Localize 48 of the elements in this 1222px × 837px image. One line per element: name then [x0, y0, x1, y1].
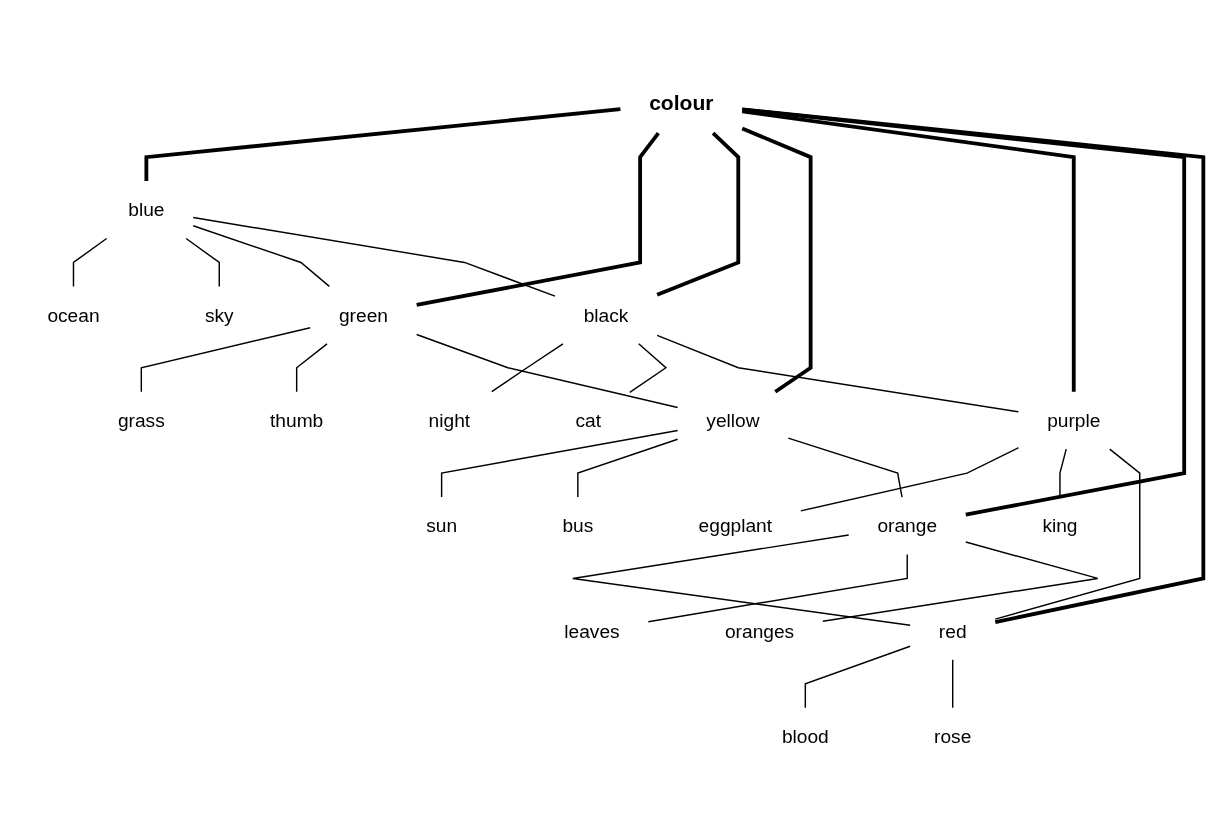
connector: [144, 106, 621, 181]
connector: [804, 645, 911, 708]
node-text: black: [583, 304, 629, 326]
node-text: red: [938, 620, 967, 642]
connector: [994, 447, 1141, 620]
connector: [440, 429, 679, 498]
node-text: yellow: [706, 409, 760, 431]
node-text: grass: [117, 409, 165, 431]
node-text: rose: [934, 725, 972, 747]
node-text: cat: [575, 409, 602, 431]
node-text: bus: [562, 514, 594, 536]
node-text: eggplant: [698, 514, 773, 536]
node-text: blue: [128, 198, 165, 220]
connector: [656, 131, 741, 297]
connector: [822, 540, 1099, 622]
node-text: thumb: [270, 409, 324, 431]
node-text: colour: [649, 90, 714, 115]
node-text: orange: [877, 514, 938, 536]
connector: [1059, 447, 1067, 498]
node-text: blood: [781, 725, 829, 747]
connector: [416, 131, 660, 307]
connector: [295, 342, 328, 392]
node-text: night: [428, 409, 471, 431]
node-text: king: [1042, 514, 1078, 536]
connector: [572, 533, 911, 626]
connector: [192, 216, 556, 297]
connector: [577, 438, 679, 498]
connector: [192, 224, 331, 287]
connector: [741, 126, 813, 393]
node-text: ocean: [47, 304, 100, 326]
node-text: green: [338, 304, 388, 326]
node-text: oranges: [724, 620, 795, 642]
connector: [742, 106, 1206, 624]
connector: [656, 334, 1020, 412]
connector: [742, 109, 1076, 392]
connector: [72, 237, 108, 287]
connector: [415, 333, 679, 408]
connector: [800, 446, 1020, 512]
node-text: sky: [204, 304, 234, 326]
connector: [140, 326, 311, 392]
node-text: purple: [1047, 409, 1101, 431]
connector: [787, 436, 903, 498]
connector: [952, 658, 954, 708]
node-text: sun: [426, 514, 458, 536]
connector: [647, 553, 908, 622]
connector: [185, 237, 220, 287]
connector: [491, 342, 564, 392]
node-text: leaves: [564, 620, 620, 642]
